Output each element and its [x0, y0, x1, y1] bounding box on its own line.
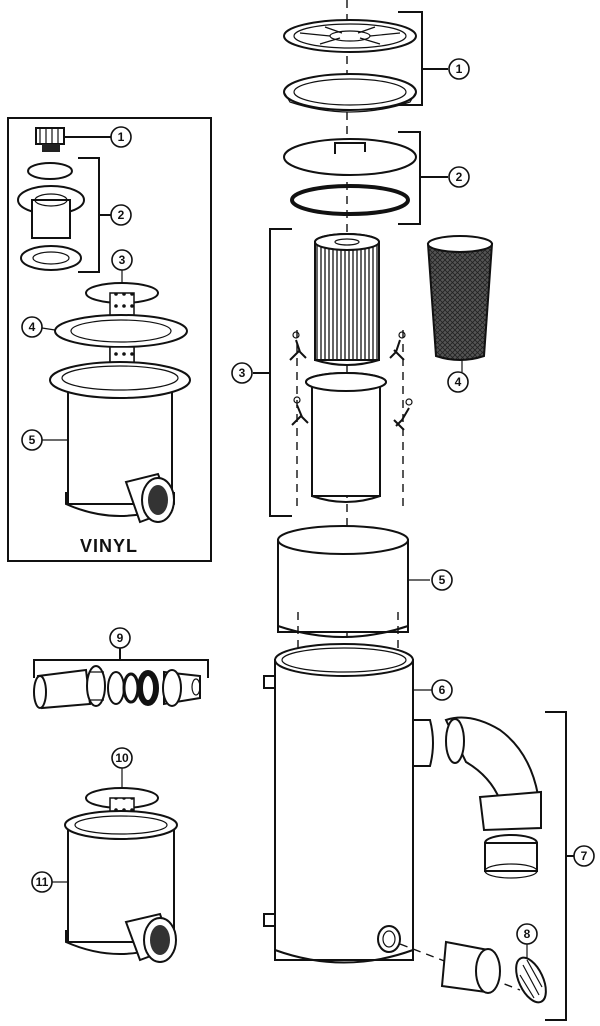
svg-text:4: 4: [455, 375, 462, 389]
callout-main-5: 5: [431, 569, 453, 591]
callout-11: 11: [31, 871, 53, 893]
svg-text:9: 9: [117, 631, 124, 645]
vinyl-inset: VINYL 1 2 3 4 5: [7, 117, 212, 562]
svg-text:5: 5: [439, 573, 446, 587]
svg-text:11: 11: [36, 875, 49, 889]
callout-main-8: 8: [516, 923, 538, 945]
svg-text:2: 2: [456, 170, 463, 184]
callout-main-1: 1: [448, 58, 470, 80]
svg-text:2: 2: [118, 208, 125, 222]
bracket-3: [269, 228, 292, 517]
svg-text:10: 10: [115, 751, 129, 765]
lower-inset: 10 11: [31, 747, 178, 963]
svg-text:3: 3: [239, 366, 246, 380]
disc-and-oring: [283, 138, 417, 216]
svg-text:5: 5: [29, 433, 36, 447]
callout-inset-1: 1: [110, 126, 132, 148]
bracket-1: [398, 11, 423, 106]
svg-text:1: 1: [456, 62, 463, 76]
mesh-filter-sleeve: [426, 235, 494, 361]
svg-text:1: 1: [118, 130, 125, 144]
callout-main-2: 2: [448, 166, 470, 188]
callout-main-4: 4: [447, 371, 469, 393]
skimmer-body: [263, 643, 434, 964]
bracket-7: [545, 711, 567, 1021]
vinyl-label: VINYL: [80, 536, 138, 556]
callout-main-3: 3: [231, 362, 253, 384]
callout-9: 9: [109, 627, 131, 649]
collar-extension: [277, 525, 409, 650]
svg-text:8: 8: [524, 927, 531, 941]
lid-assembly: [283, 19, 417, 113]
callout-inset-5: 5: [21, 429, 43, 451]
svg-text:7: 7: [581, 849, 588, 863]
svg-text:6: 6: [439, 683, 446, 697]
elbow-fitting: [444, 716, 542, 879]
callout-inset-2: 2: [110, 204, 132, 226]
callout-main-7: 7: [573, 845, 595, 867]
svg-text:4: 4: [29, 320, 36, 334]
callout-main-6: 6: [431, 679, 453, 701]
callout-10: 10: [111, 747, 133, 769]
cartridge-assembly: [289, 233, 413, 510]
fitting-kit: 9: [33, 627, 209, 710]
main-assembly: 1 2 3 4 5 6 7 8: [231, 0, 595, 1021]
callout-inset-3: 3: [111, 249, 133, 271]
callout-inset-4: 4: [21, 316, 43, 338]
drain-fitting: [399, 940, 547, 1004]
svg-text:3: 3: [119, 253, 126, 267]
